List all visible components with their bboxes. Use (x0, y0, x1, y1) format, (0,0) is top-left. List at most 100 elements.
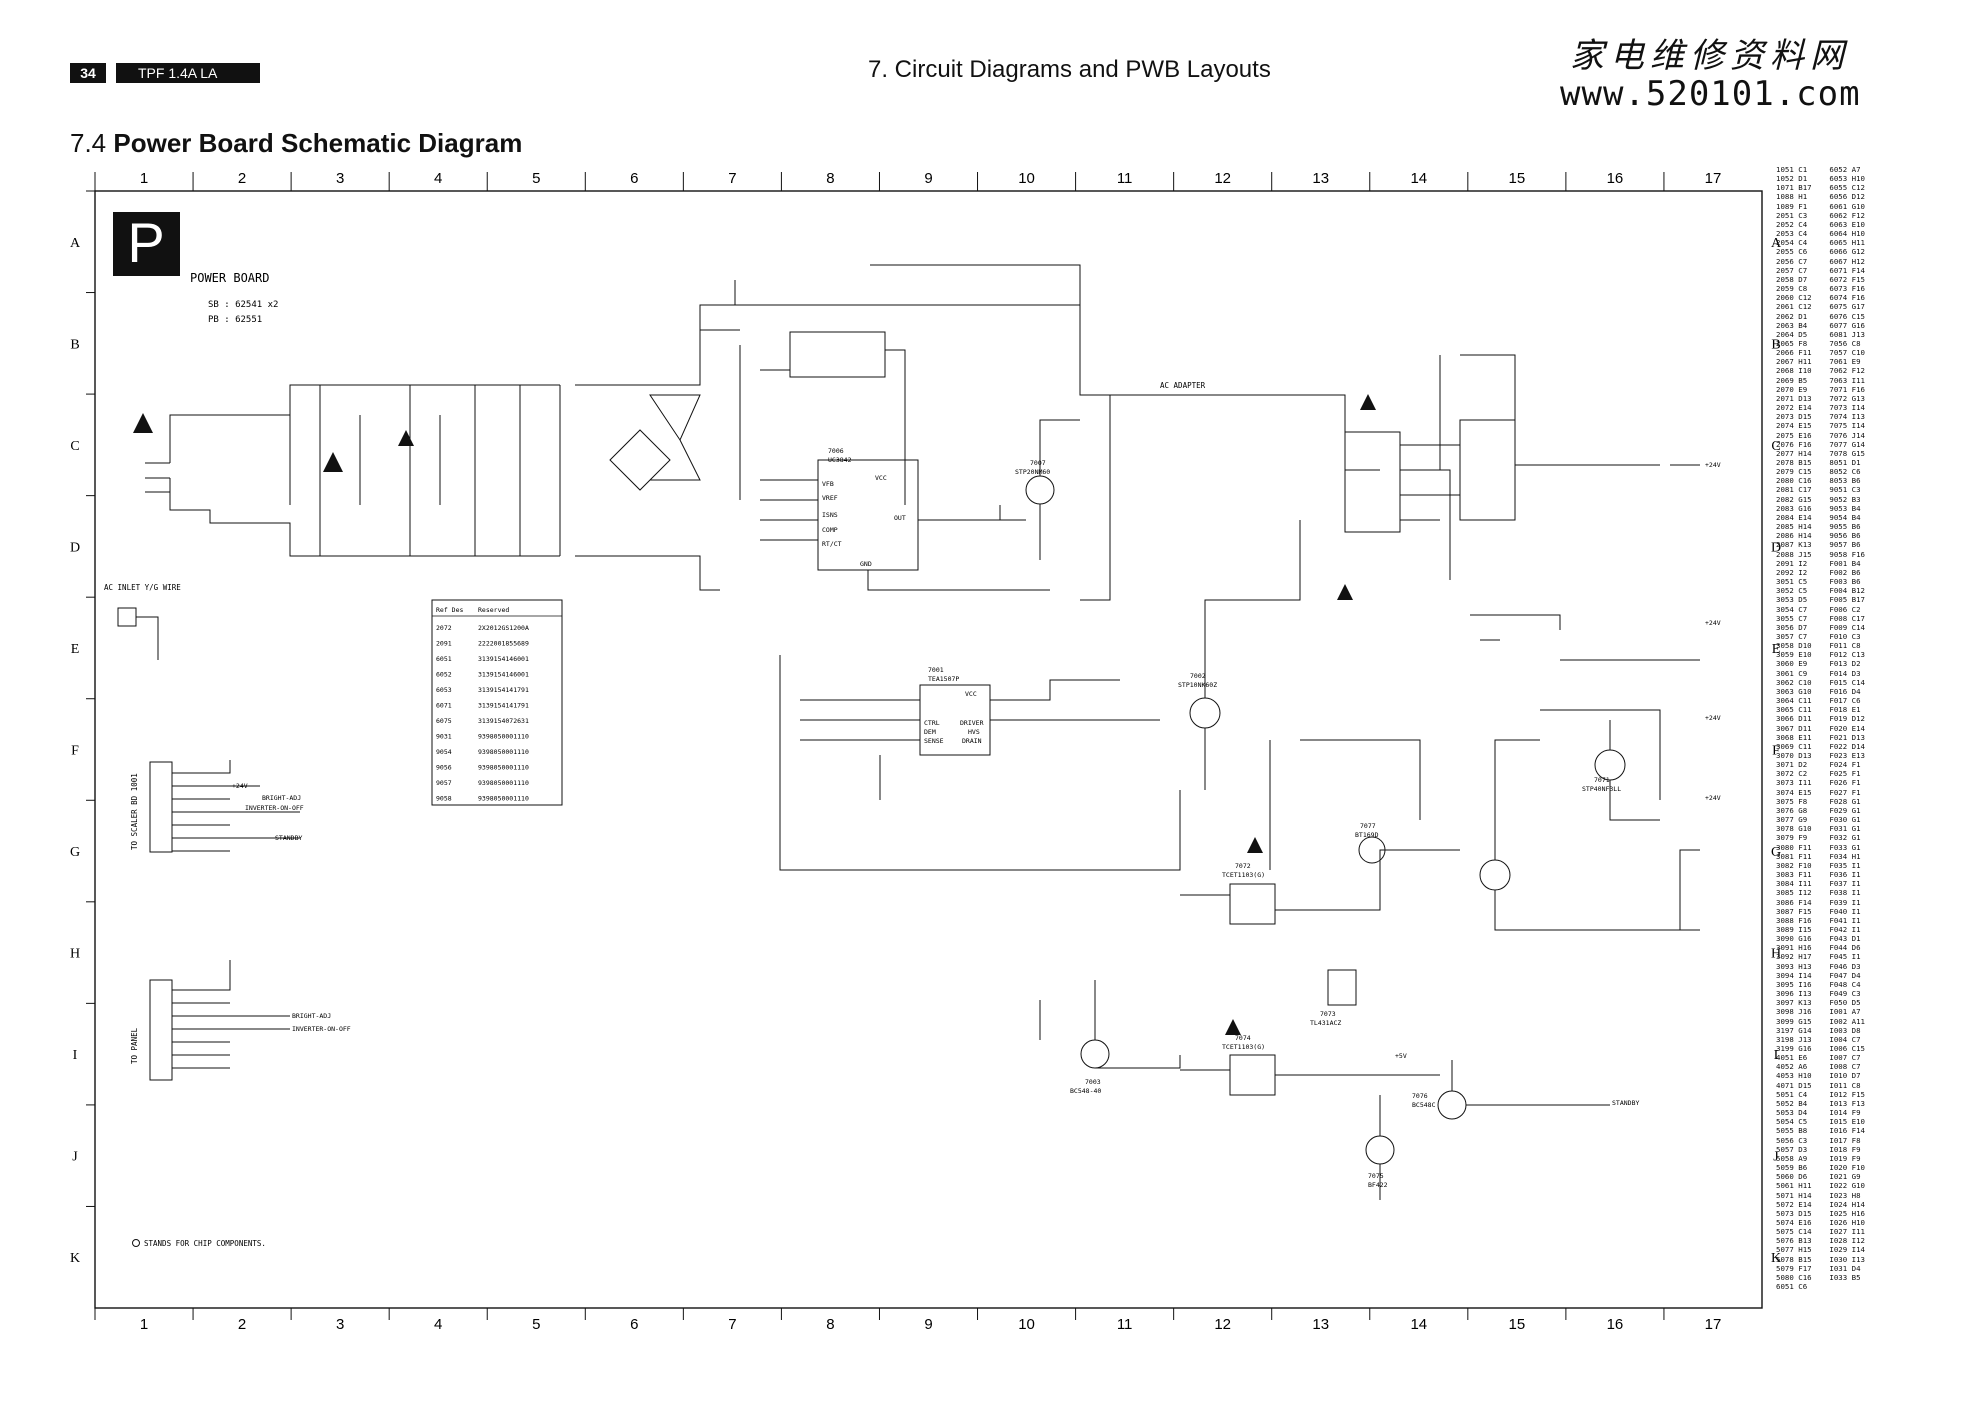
column-label: 9 (924, 1316, 932, 1333)
row-label: J (1773, 1150, 1779, 1165)
warning-icon (1360, 394, 1376, 410)
column-label: 2 (238, 170, 246, 187)
table-cell: 6071 (436, 702, 452, 710)
ic-ref: 7074 (1235, 1034, 1251, 1042)
warning-icon (1225, 1019, 1241, 1035)
output-16v-wire (1470, 614, 1700, 661)
row-label: F (1772, 744, 1780, 759)
control-wires (1039, 980, 1610, 1200)
mosfet-7007-wires (990, 419, 1080, 560)
ic-ref: 7076 (1412, 1092, 1428, 1100)
pfc-wires (739, 345, 906, 505)
ic-7006-wires (760, 479, 1050, 591)
table-cell: 3139154146001 (478, 655, 529, 663)
ic-pin: SENSE (924, 737, 944, 745)
ic-ref: 7077 (1360, 822, 1376, 830)
column-label: 12 (1214, 170, 1231, 187)
rail-label: +24V (1705, 714, 1721, 722)
transistor-7003 (1080, 1039, 1110, 1069)
scr-7077 (1358, 836, 1386, 864)
mains-input-wire (145, 462, 185, 511)
frame-border (94, 190, 1763, 1309)
table-header: Ref Des (436, 606, 463, 614)
row-label: K (1771, 1251, 1781, 1266)
row-label: D (1771, 540, 1781, 555)
table-cell: 2222001855689 (478, 640, 529, 648)
table-cell: 9057 (436, 779, 452, 787)
table-cell: 2X2012GS1200A (478, 624, 529, 632)
ic-ref: 7006 (828, 447, 844, 455)
rail-label: +24V (1705, 794, 1721, 802)
ic-pin: CTRL (924, 719, 940, 727)
row-label: A (1771, 236, 1782, 251)
section-title: 7.4 Power Board Schematic Diagram (70, 128, 522, 159)
table-cell: 6051 (436, 655, 452, 663)
connector-1088-wires (172, 960, 290, 1069)
row-label: C (70, 439, 79, 454)
ic-pin: OUT (894, 514, 906, 522)
connector-1088 (149, 979, 173, 1081)
row-label: G (70, 845, 80, 860)
warnings (133, 394, 1376, 1035)
column-label: 7 (728, 1316, 736, 1333)
column-label: 4 (434, 170, 442, 187)
signal-label: BRIGHT-ADJ (292, 1012, 331, 1020)
row-label: B (1771, 337, 1780, 352)
mosfet-7007 (1025, 475, 1055, 505)
ic-part: TCET1103(G) (1222, 1043, 1265, 1051)
chip-note: STANDS FOR CHIP COMPONENTS. (144, 1239, 266, 1248)
optocoupler-7072 (1229, 883, 1276, 925)
ac-adapter-label: AC ADAPTER (1160, 381, 1206, 390)
table-cell: 9398050001110 (478, 779, 529, 787)
column-label: 16 (1607, 170, 1624, 187)
column-label: 16 (1607, 1316, 1624, 1333)
column-label: 11 (1117, 1316, 1133, 1333)
ic-pin: DRIVER (960, 719, 984, 727)
table-cell: 3139154141791 (478, 686, 529, 694)
rail-label: STANDBY (1612, 1099, 1639, 1107)
page-number: 34 (70, 63, 106, 83)
ic-7001-wires (779, 655, 1181, 871)
ic-ref: 7072 (1235, 862, 1251, 870)
row-label: H (70, 947, 80, 962)
ic-pin: GND (860, 560, 872, 568)
column-label: 10 (1018, 170, 1035, 187)
watermark-url: www.520101.com (1560, 74, 1861, 114)
transistor-7076 (1437, 1090, 1467, 1120)
bridge-outline (649, 394, 701, 481)
table-cell: 2091 (436, 640, 452, 648)
panel-connector-label: TO PANEL (130, 1027, 139, 1064)
table-cell: 9398050001110 (478, 764, 529, 772)
transistor-7078 (1479, 859, 1511, 891)
row-label: B (70, 337, 79, 352)
signal-label: INVERTER-ON-OFF (292, 1025, 351, 1033)
table-cell: 9054 (436, 748, 452, 756)
ic-part: BF422 (1368, 1181, 1388, 1189)
rail-label: +24V (1705, 461, 1721, 469)
ic-part: BC548C (1412, 1101, 1436, 1109)
earth-wire (136, 616, 159, 660)
standby-wires (1494, 709, 1700, 931)
rail-label: +24V (1705, 619, 1721, 627)
location-index: 1051 C1 6052 A7 1052 D1 6053 H10 1071 B1… (1776, 165, 1865, 1292)
ic-pin: RT/CT (822, 540, 842, 548)
warning-icon (1337, 584, 1353, 600)
column-label: 10 (1018, 1316, 1035, 1333)
ground-lug-8051 (117, 607, 137, 627)
emi-filter-wires (169, 384, 560, 557)
board-pb: PB : 62551 (208, 315, 262, 325)
primary-bus (1079, 330, 1380, 601)
frame (86, 172, 1763, 1320)
model-label: TPF 1.4A LA (116, 63, 260, 83)
column-label: 15 (1509, 1316, 1526, 1333)
column-label: 13 (1312, 170, 1329, 187)
table-cell: 2072 (436, 624, 452, 632)
mosfet-7062-wires (1204, 520, 1421, 870)
row-label: C (1771, 439, 1780, 454)
ic-pin: VREF (822, 494, 838, 502)
column-label: 6 (630, 1316, 638, 1333)
